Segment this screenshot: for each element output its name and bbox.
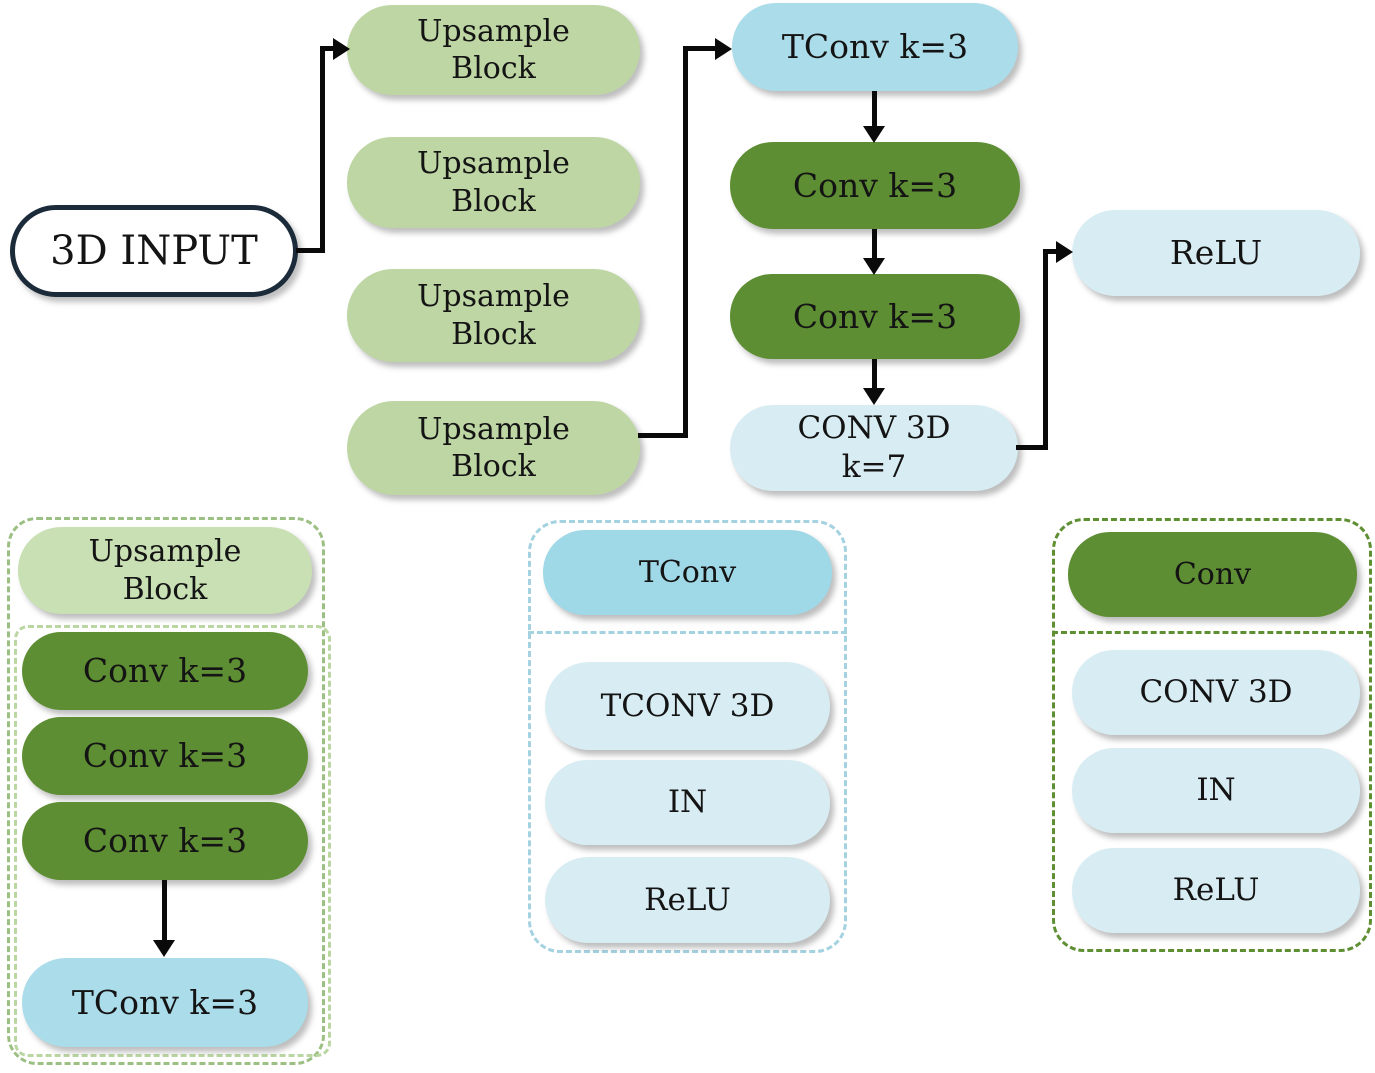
connector-conv3-to-tconv-detail [162,880,167,942]
node-upsample-block-1: Upsample Block [347,5,640,95]
upsample-detail-conv-1: Conv k=3 [22,632,308,710]
connector-input-elbow-v [320,46,325,253]
node-relu: ReLU [1072,210,1360,296]
tconv-detail-layer-relu: ReLU [545,857,830,943]
connector-tconv-to-conv1 [872,91,877,128]
connector-input-to-upsample [320,46,334,51]
connector-upsample4-elbow-h [638,433,688,438]
conv-detail-box [1052,518,1372,952]
connector-conv3d-to-relu [1043,249,1057,254]
tconv-detail-layer-in: IN [545,760,830,845]
arrowhead-into-conv3d [863,388,885,405]
connector-input-elbow-h [296,248,325,253]
upsample-detail-tconv: TConv k=3 [22,958,308,1047]
conv-detail-title: Conv [1068,532,1357,617]
tconv-detail-title: TConv [543,530,832,615]
node-conv3d-k7: CONV 3D k=7 [730,405,1018,491]
arrowhead-into-tconv-detail [153,940,175,957]
node-upsample-block-3: Upsample Block [347,269,640,362]
tconv-detail-layer-tconv3d: TCONV 3D [545,662,830,750]
connector-upsample4-elbow-v [683,46,688,438]
node-3d-input: 3D INPUT [10,205,298,297]
tconv-detail-box [528,520,847,953]
node-upsample-block-2: Upsample Block [347,137,640,228]
conv-detail-divider [1052,631,1372,634]
arrowhead-into-conv1 [863,126,885,143]
upsample-detail-outer-box [7,517,325,1065]
conv-detail-layer-conv3d: CONV 3D [1072,650,1360,735]
upsample-detail-conv-2: Conv k=3 [22,717,308,795]
conv-detail-layer-relu: ReLU [1072,848,1360,933]
conv-detail-layer-in: IN [1072,748,1360,833]
upsample-detail-conv-3: Conv k=3 [22,802,308,880]
node-conv-k3-1: Conv k=3 [730,142,1020,229]
connector-conv2-to-conv3d [872,359,877,390]
tconv-detail-divider [528,631,847,634]
node-tconv-k3: TConv k=3 [732,3,1018,91]
connector-conv3d-elbow-v [1043,249,1048,450]
node-upsample-block-4: Upsample Block [347,401,640,495]
arrowhead-into-tconv [715,38,732,60]
upsample-detail-inner-box [14,625,331,1057]
arrowhead-into-upsample-1 [333,38,350,60]
upsample-detail-title: Upsample Block [18,527,312,614]
arrowhead-into-conv2 [863,258,885,275]
node-conv-k3-2: Conv k=3 [730,274,1020,359]
connector-upsample4-to-tconv [683,46,716,51]
connector-conv1-to-conv2 [872,229,877,261]
arrowhead-into-relu [1056,241,1073,263]
connector-conv3d-elbow-h [1016,445,1048,450]
